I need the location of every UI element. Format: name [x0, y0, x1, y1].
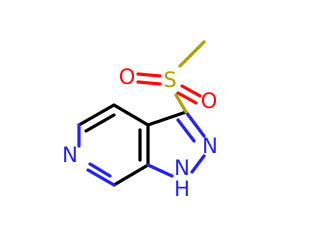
structure-diagram: N N N H S O O	[62, 40, 218, 201]
atom-n-pyridine: N	[62, 143, 78, 167]
bond-n1-c7a	[146, 163, 174, 178]
bond-s-o-right-double	[176, 91, 198, 105]
atom-h: H	[174, 177, 190, 201]
bonds	[77, 40, 206, 187]
bond-c3-n2-double	[176, 118, 196, 143]
bond-c7-n6-double	[88, 162, 112, 178]
bond-s-o-right	[180, 84, 202, 98]
bond-c7a-c7	[112, 163, 150, 187]
bond-s-ch3	[178, 40, 206, 68]
bond-c4-c5	[77, 103, 116, 127]
atom-o-right: O	[201, 89, 218, 113]
atom-o-left: O	[119, 65, 136, 89]
bond-n2-n1	[190, 154, 206, 174]
bond-c3a-c3	[146, 110, 188, 127]
bond-c5-c3a	[112, 103, 150, 127]
bond-c7-n6	[86, 168, 116, 187]
bond-c4-c5-double	[84, 113, 116, 133]
atom-n1h: N	[174, 156, 190, 180]
bond-s-o-left	[136, 72, 162, 78]
bond-c3-n2	[184, 110, 206, 138]
bond-c3-s	[174, 93, 188, 114]
bond-s-o-left-double	[136, 80, 162, 86]
atom-labels: N N N H S O O	[62, 65, 218, 201]
atom-n2: N	[202, 134, 218, 158]
atom-s: S	[163, 68, 176, 92]
